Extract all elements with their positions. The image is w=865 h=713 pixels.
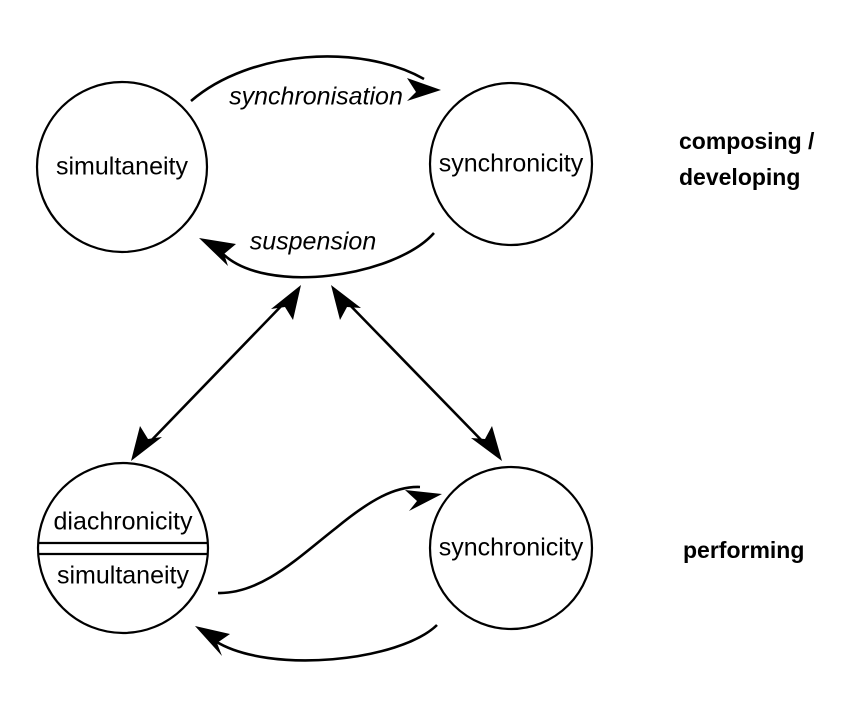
group-label-performing: performing xyxy=(683,537,804,563)
edge-left-diagonal-arrowhead-bottom xyxy=(131,426,162,461)
edge-suspension-label: suspension xyxy=(250,228,376,256)
edge-right-diagonal[interactable] xyxy=(331,285,502,461)
node-top-left-label: simultaneity xyxy=(56,153,188,181)
edge-left-diagonal-arrowhead-top xyxy=(271,285,301,320)
edge-left-diagonal-path xyxy=(144,298,289,448)
node-bottom-left[interactable]: diachronicity simultaneity xyxy=(36,461,210,635)
edge-synchronisation[interactable]: synchronisation xyxy=(190,55,441,111)
edge-bottom-return-path xyxy=(214,624,438,662)
edge-suspension-arrowhead xyxy=(199,238,236,266)
node-top-left[interactable]: simultaneity xyxy=(35,80,209,254)
node-bottom-left-label-bottom: simultaneity xyxy=(57,562,189,590)
edge-right-diagonal-arrowhead-bottom xyxy=(471,426,502,461)
edge-suspension[interactable]: suspension xyxy=(199,228,435,279)
node-bottom-right-circle xyxy=(428,465,594,631)
edge-bottom-forward-arrowhead xyxy=(405,490,442,511)
group-label-performing-line1: performing xyxy=(683,537,804,563)
group-label-composing-developing: composing / developing xyxy=(679,128,815,190)
node-bottom-left-circle xyxy=(36,461,210,635)
edge-synchronisation-path xyxy=(190,55,425,102)
node-top-right-circle xyxy=(428,81,594,247)
edge-right-diagonal-arrowhead-top xyxy=(331,285,361,320)
edge-bottom-forward[interactable] xyxy=(217,485,442,595)
group-label-composing-line2: developing xyxy=(679,164,800,190)
edge-suspension-path xyxy=(221,232,435,279)
node-top-left-circle xyxy=(35,80,209,254)
node-bottom-right-label: synchronicity xyxy=(439,534,584,562)
edge-bottom-forward-path xyxy=(217,485,421,595)
node-bottom-left-label-top: diachronicity xyxy=(54,508,193,536)
edge-right-diagonal-path xyxy=(343,298,489,448)
edge-synchronisation-label: synchronisation xyxy=(229,83,403,111)
node-top-right-label: synchronicity xyxy=(439,150,584,178)
group-label-composing-line1: composing / xyxy=(679,128,815,154)
edge-left-diagonal[interactable] xyxy=(131,285,301,461)
node-top-right[interactable]: synchronicity xyxy=(428,81,594,247)
edge-synchronisation-arrowhead xyxy=(407,78,441,101)
node-bottom-right[interactable]: synchronicity xyxy=(428,465,594,631)
edge-bottom-return[interactable] xyxy=(195,624,438,662)
edge-bottom-return-arrowhead xyxy=(195,626,230,656)
